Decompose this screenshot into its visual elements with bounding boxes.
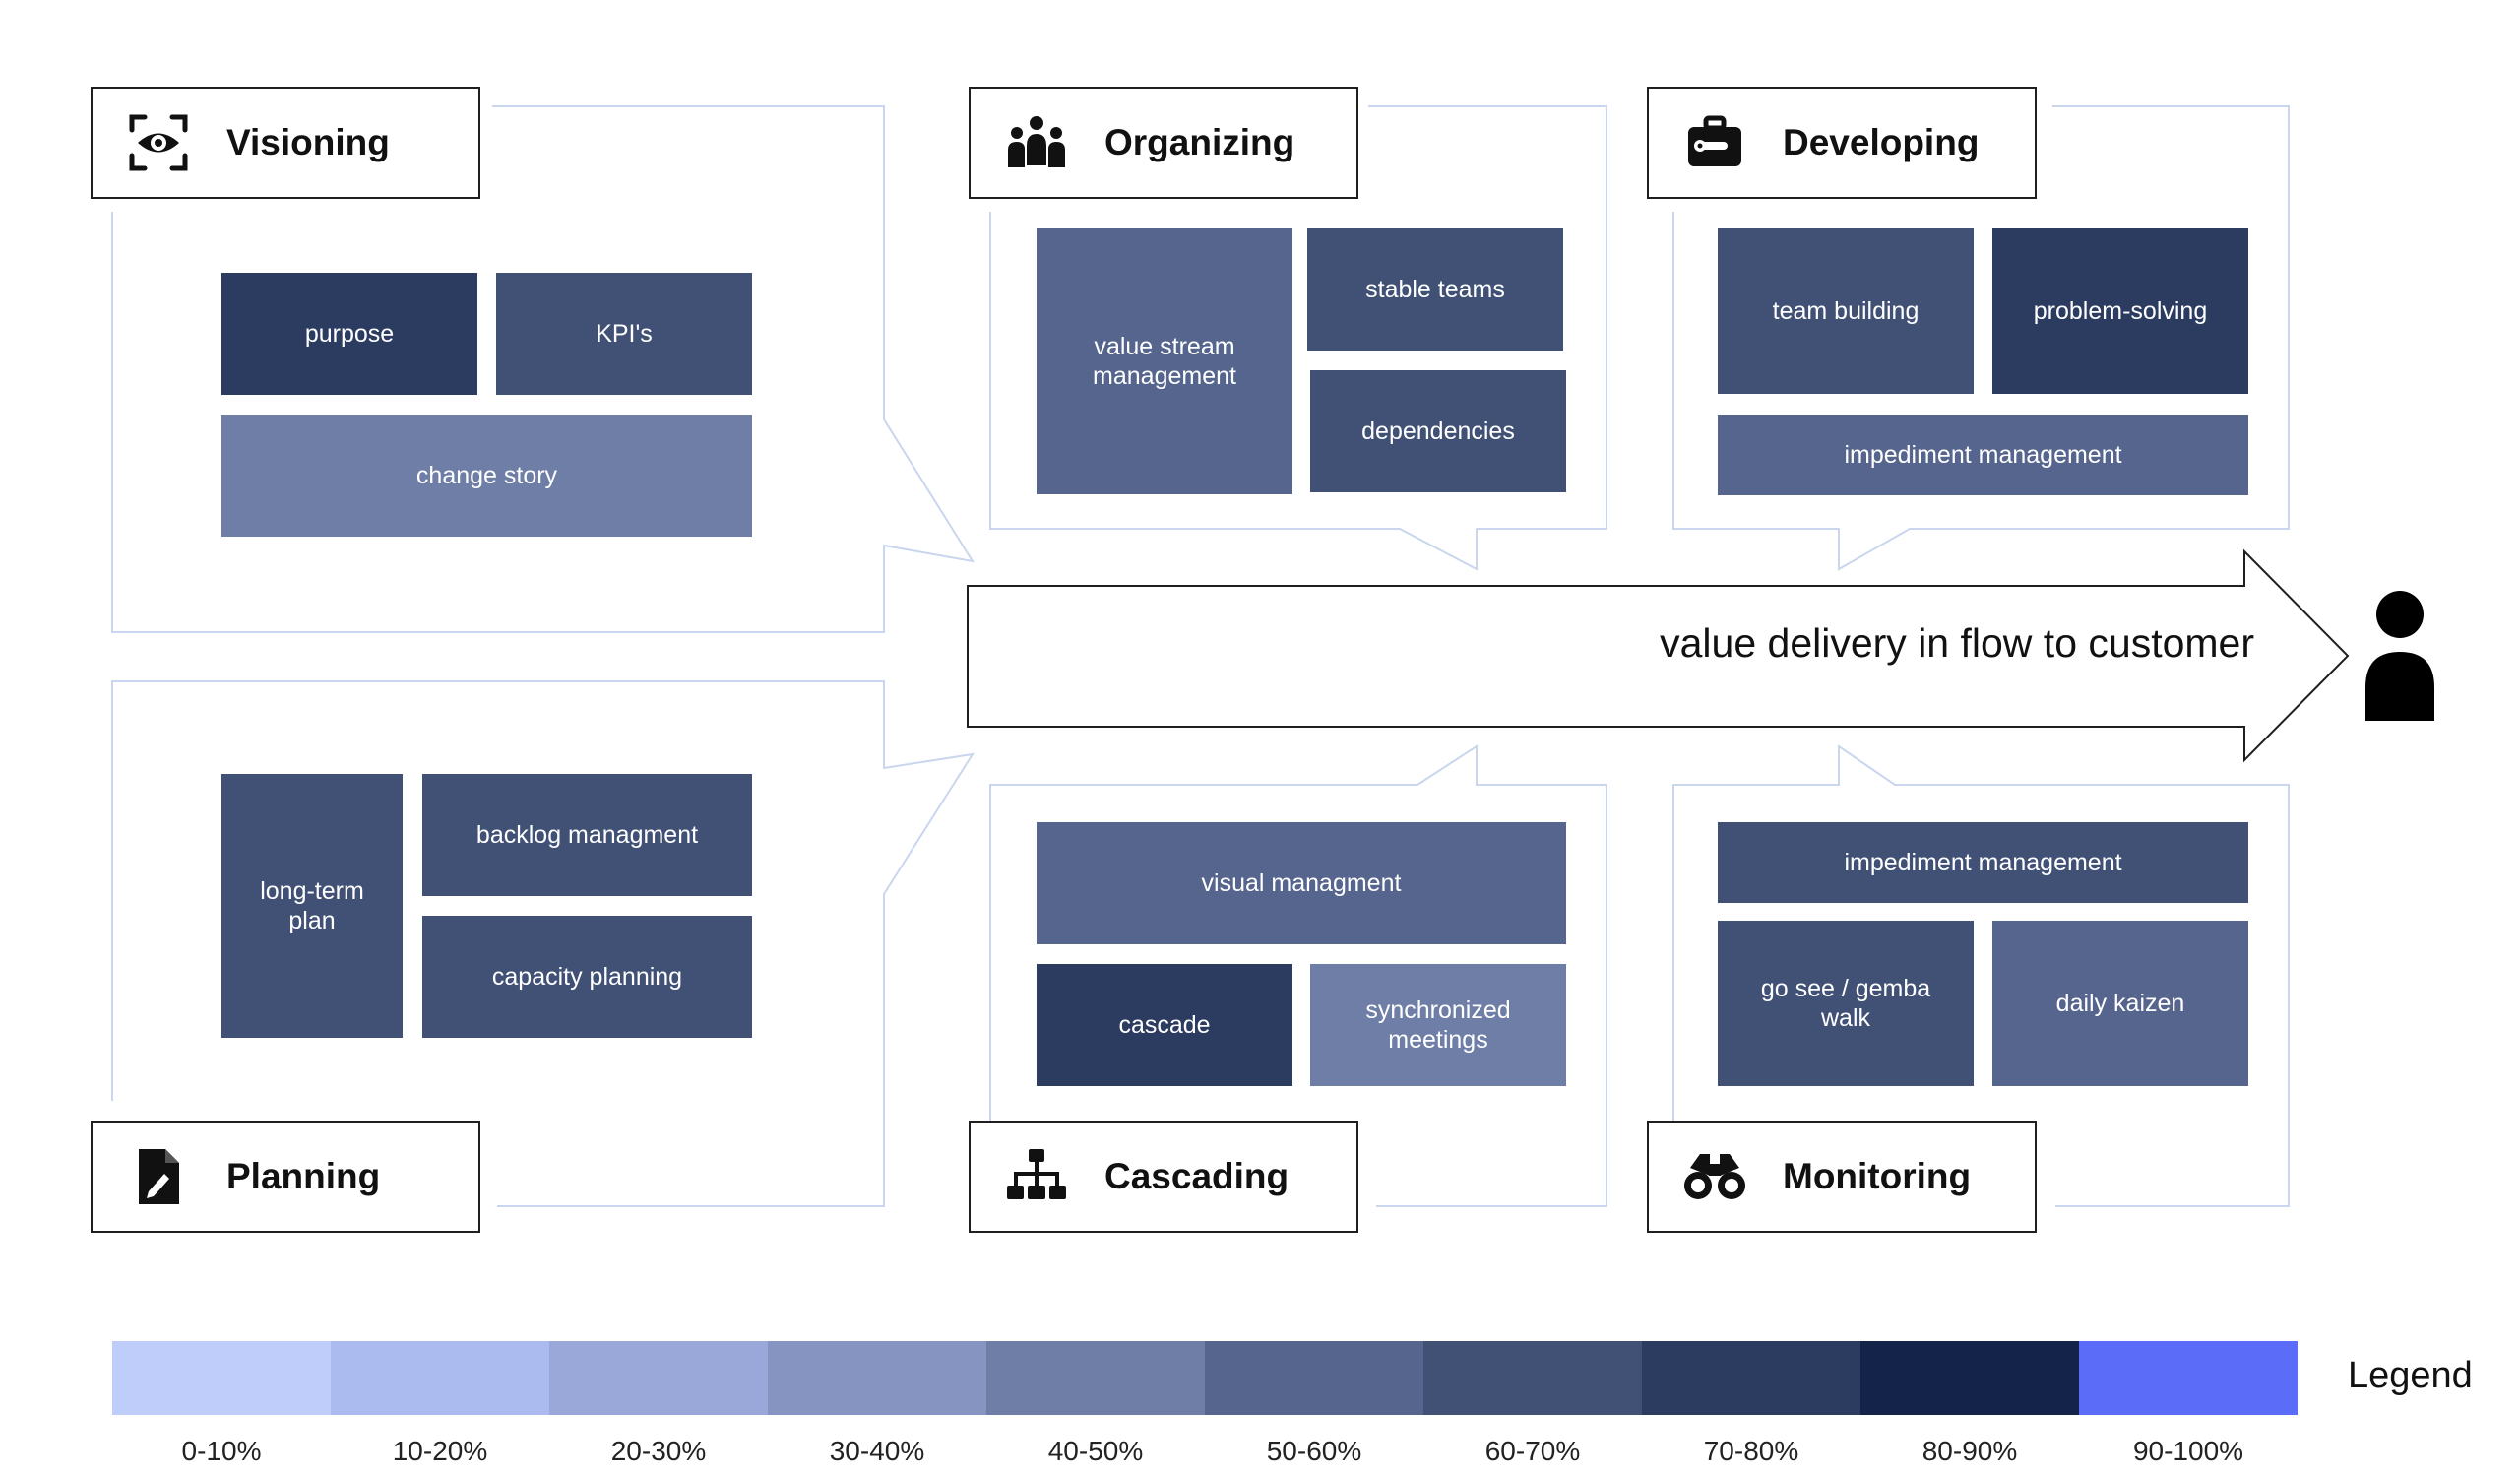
legend-label: 90-100% xyxy=(2132,1436,2244,1466)
legend-swatch xyxy=(1860,1341,2079,1415)
legend-label: 70-80% xyxy=(1703,1436,1799,1466)
tile-stable-teams: stable teams xyxy=(1307,228,1563,351)
tile-change-story: change story xyxy=(221,415,752,537)
monitoring-header: Monitoring xyxy=(1647,1121,2037,1233)
legend-swatch xyxy=(986,1341,1205,1415)
legend-label: 80-90% xyxy=(1922,1436,2018,1466)
tile-impediment-management-developing: impediment management xyxy=(1718,415,2248,495)
tile-dependencies: dependencies xyxy=(1310,370,1566,492)
developing-callout-outline xyxy=(1672,105,2290,571)
visioning-header: Visioning xyxy=(91,87,480,199)
visioning-callout-outline xyxy=(111,105,976,633)
legend-swatch xyxy=(1642,1341,1860,1415)
legend-label: 30-40% xyxy=(829,1436,925,1466)
legend-label: 60-70% xyxy=(1484,1436,1581,1466)
tile-team-building: team building xyxy=(1718,228,1974,394)
legend-label: 40-50% xyxy=(1047,1436,1144,1466)
customer-person-icon xyxy=(2365,591,2434,721)
toolbox-icon xyxy=(1682,110,1747,175)
tile-capacity-planning: capacity planning xyxy=(422,916,752,1038)
flow-label: value delivery in flow to customer xyxy=(1660,620,2254,666)
tile-go-see-gemba-walk: go see / gemba walk xyxy=(1718,921,1974,1086)
eye-scan-icon xyxy=(126,110,191,175)
tile-value-stream-management: value stream management xyxy=(1037,228,1292,494)
legend-swatch xyxy=(2079,1341,2298,1415)
tile-long-term-plan: long-term plan xyxy=(221,774,403,1038)
people-group-icon xyxy=(1004,110,1069,175)
planning-title: Planning xyxy=(226,1156,381,1196)
cascading-title: Cascading xyxy=(1104,1156,1290,1196)
organizing-callout-outline xyxy=(989,105,1607,571)
legend-label: 0-10% xyxy=(181,1436,262,1466)
planning-header: Planning xyxy=(91,1121,480,1233)
legend-swatch xyxy=(331,1341,549,1415)
legend-title: Legend xyxy=(2348,1355,2473,1396)
tile-purpose: purpose xyxy=(221,273,477,395)
hierarchy-icon xyxy=(1004,1144,1069,1209)
cascading-header: Cascading xyxy=(969,1121,1358,1233)
legend-swatch xyxy=(549,1341,768,1415)
tile-visual-managment: visual managment xyxy=(1037,822,1566,944)
visioning-title: Visioning xyxy=(226,122,390,162)
tile-problem-solving: problem-solving xyxy=(1992,228,2248,394)
monitoring-callout-outline xyxy=(1672,744,2290,1207)
legend-swatch xyxy=(768,1341,986,1415)
legend-swatch xyxy=(1423,1341,1642,1415)
legend-label: 10-20% xyxy=(392,1436,488,1466)
planning-callout-outline xyxy=(111,680,976,1207)
tile-kpis: KPI's xyxy=(496,273,752,395)
tile-cascade: cascade xyxy=(1037,964,1292,1086)
document-pen-icon xyxy=(126,1144,191,1209)
legend-label: 20-30% xyxy=(610,1436,707,1466)
developing-title: Developing xyxy=(1783,122,1980,162)
tile-synchronized-meetings: synchronized meetings xyxy=(1310,964,1566,1086)
legend-swatch xyxy=(112,1341,331,1415)
monitoring-title: Monitoring xyxy=(1783,1156,1972,1196)
developing-header: Developing xyxy=(1647,87,2037,199)
legend-swatch xyxy=(1205,1341,1423,1415)
tile-daily-kaizen: daily kaizen xyxy=(1992,921,2248,1086)
tile-backlog-managment: backlog managment xyxy=(422,774,752,896)
organizing-title: Organizing xyxy=(1104,122,1295,162)
binoculars-icon xyxy=(1682,1144,1747,1209)
legend-label: 50-60% xyxy=(1266,1436,1362,1466)
flow-arrow xyxy=(967,548,2350,763)
cascading-callout-outline xyxy=(989,744,1607,1207)
organizing-header: Organizing xyxy=(969,87,1358,199)
tile-impediment-management-monitoring: impediment management xyxy=(1718,822,2248,903)
